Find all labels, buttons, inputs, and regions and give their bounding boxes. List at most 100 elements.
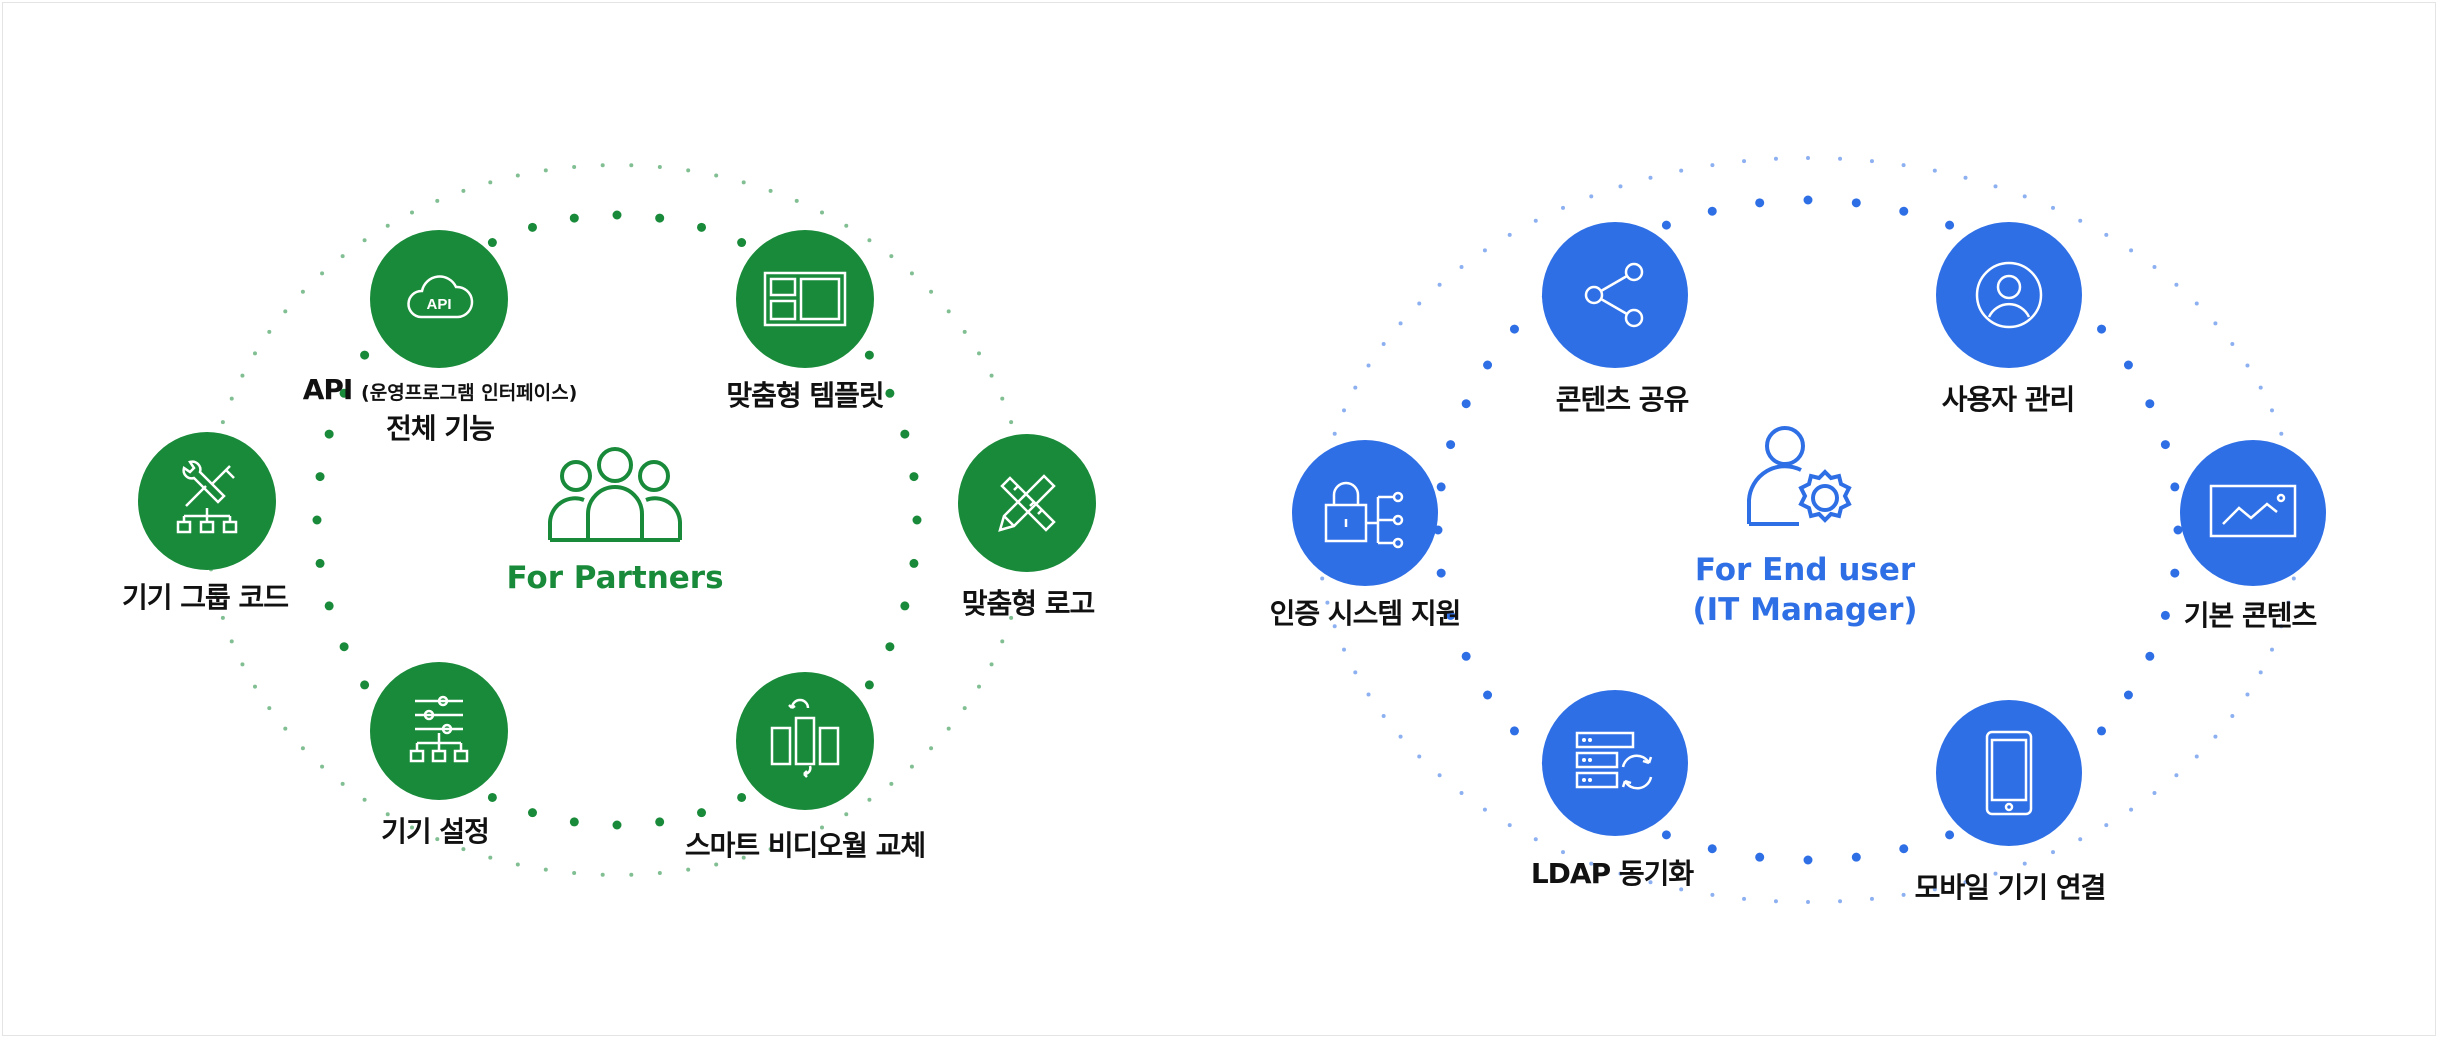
ring-dot bbox=[2194, 754, 2199, 759]
ring-dot bbox=[320, 271, 325, 276]
share-node[interactable] bbox=[1542, 222, 1688, 368]
ring-dot bbox=[252, 351, 257, 356]
ring-dot bbox=[324, 429, 334, 439]
ring-dot bbox=[2194, 301, 2199, 306]
ring-dot bbox=[697, 222, 707, 232]
ring-dot bbox=[2104, 232, 2109, 237]
ring-dot bbox=[946, 309, 951, 314]
ring-dot bbox=[1332, 431, 1337, 436]
videowall-label: 스마트 비디오월 교체 bbox=[684, 829, 926, 862]
ring-dot bbox=[572, 871, 577, 876]
ring-dot bbox=[600, 163, 605, 168]
ring-dot bbox=[1366, 363, 1371, 368]
ring-dot bbox=[1963, 880, 1968, 885]
video-wall-swap-icon bbox=[770, 698, 840, 778]
auth-node[interactable] bbox=[1292, 440, 1438, 586]
template-layout-icon bbox=[763, 271, 847, 327]
ring-dot bbox=[867, 797, 872, 802]
ring-dot bbox=[1869, 896, 1874, 901]
group-people-icon bbox=[548, 447, 682, 542]
ring-dot bbox=[487, 238, 497, 248]
ring-dot bbox=[385, 812, 390, 817]
ring-dot bbox=[362, 238, 367, 243]
ring-dot bbox=[794, 198, 799, 203]
ring-dot bbox=[229, 639, 234, 644]
ldap-node[interactable] bbox=[1542, 690, 1688, 836]
ring-dot bbox=[714, 173, 719, 178]
group-code-node[interactable] bbox=[138, 432, 276, 570]
ring-dot bbox=[768, 847, 773, 852]
ring-dot bbox=[820, 825, 824, 830]
ring-dot bbox=[1838, 899, 1843, 904]
ring-dot bbox=[909, 271, 914, 276]
ring-dot bbox=[1366, 692, 1371, 697]
ldap-label: LDAP 동기화 bbox=[1530, 857, 1694, 890]
ring-dot bbox=[1436, 568, 1446, 578]
mobile-node[interactable] bbox=[1936, 700, 2082, 846]
ring-dot bbox=[1436, 482, 1446, 492]
ring-dot bbox=[2022, 194, 2027, 199]
ring-dot bbox=[867, 238, 872, 243]
ring-dot bbox=[737, 792, 747, 802]
ring-dot bbox=[1993, 184, 1998, 189]
ring-dot bbox=[655, 817, 665, 827]
ring-dot bbox=[1482, 807, 1487, 812]
ring-dot bbox=[1806, 900, 1810, 904]
device-settings-node[interactable] bbox=[370, 662, 508, 800]
ring-dot bbox=[2286, 600, 2291, 605]
ring-dot bbox=[977, 684, 982, 689]
ring-dot bbox=[1417, 754, 1422, 759]
ring-dot bbox=[1710, 163, 1715, 168]
ring-dot bbox=[844, 223, 849, 228]
template-node[interactable] bbox=[736, 230, 874, 368]
ring-dot bbox=[612, 210, 622, 220]
ring-dot bbox=[864, 350, 874, 360]
basic-content-node[interactable] bbox=[2180, 440, 2326, 586]
ring-dot bbox=[2160, 610, 2170, 620]
api-label-caption: (운영프로그램 인터페이스) bbox=[361, 382, 578, 404]
videowall-node[interactable] bbox=[736, 672, 874, 810]
ring-dot bbox=[1000, 396, 1005, 401]
ring-dot bbox=[1398, 734, 1403, 739]
ring-dot bbox=[686, 867, 691, 872]
ring-dot bbox=[2245, 363, 2250, 368]
ring-dot bbox=[1332, 624, 1337, 629]
share-icon bbox=[1584, 262, 1644, 328]
ring-dot bbox=[1461, 651, 1471, 661]
user-mgmt-node[interactable] bbox=[1936, 222, 2082, 368]
ring-dot bbox=[1710, 892, 1715, 897]
ring-dot bbox=[2078, 218, 2083, 223]
api-cloud-icon: API bbox=[407, 275, 474, 319]
ring-dot bbox=[527, 808, 537, 818]
ring-dot bbox=[360, 680, 370, 690]
ring-dot bbox=[1851, 852, 1861, 862]
ring-dot bbox=[320, 764, 325, 769]
ring-dot bbox=[2279, 431, 2284, 436]
enduser-center-title-2: (IT Manager) bbox=[1692, 592, 1918, 628]
api-label-main: API bbox=[302, 373, 354, 406]
ring-dot bbox=[2173, 525, 2183, 535]
ring-dot bbox=[2152, 791, 2157, 796]
ring-dot bbox=[1016, 591, 1021, 596]
ring-dot bbox=[686, 168, 691, 173]
ring-dot bbox=[657, 164, 662, 169]
ring-dot bbox=[229, 396, 234, 401]
ring-dot bbox=[220, 615, 225, 620]
ring-dot bbox=[1483, 690, 1493, 700]
ring-dot bbox=[240, 662, 245, 667]
logo-node[interactable] bbox=[958, 434, 1096, 572]
ring-dot bbox=[2258, 670, 2263, 675]
user-circle-icon bbox=[1975, 261, 2043, 329]
ring-dot bbox=[2097, 726, 2107, 736]
ring-dot bbox=[1417, 301, 1422, 306]
ring-dot bbox=[515, 862, 520, 867]
ring-dot bbox=[569, 817, 579, 827]
api-node[interactable]: API bbox=[370, 230, 508, 368]
ring-dot bbox=[1561, 850, 1565, 855]
ring-dot bbox=[315, 472, 325, 482]
ring-dot bbox=[989, 662, 994, 667]
user-gear-icon bbox=[1747, 426, 1852, 526]
svg-text:API: API bbox=[426, 296, 451, 313]
ring-dot bbox=[2291, 576, 2296, 581]
ring-dot bbox=[315, 558, 325, 568]
